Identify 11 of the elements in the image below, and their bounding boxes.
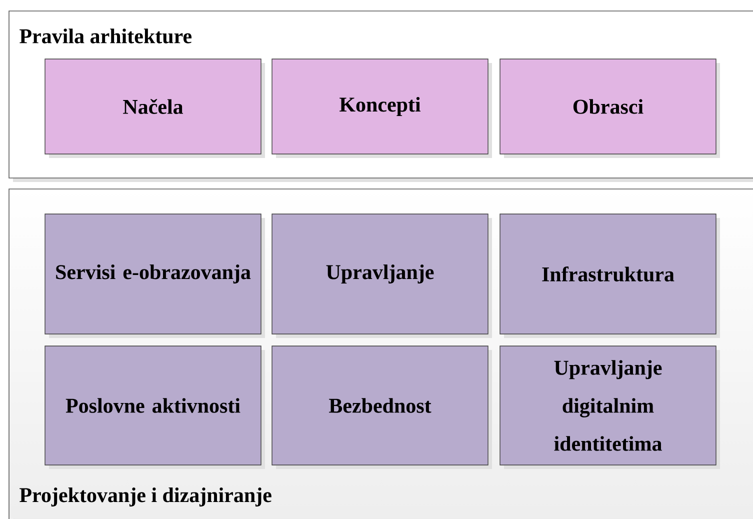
label-box: Obrasci — [500, 58, 720, 158]
panel-heading: Projektovanje i dizajniranje — [20, 487, 272, 506]
label-box: Servisi e-obrazovanja — [44, 214, 265, 338]
panel-heading: Pravila arhitekture — [20, 28, 192, 44]
label-box: Koncepti — [272, 58, 492, 158]
label-box: Poslovne aktivnosti — [44, 346, 265, 469]
label-box: Upravljanje — [272, 214, 492, 338]
label-box: Bezbednost — [272, 346, 492, 469]
label-box: Načela — [44, 58, 265, 158]
label-box: Upravljanje digitalnim identitetima — [500, 346, 720, 469]
label-box: Infrastruktura — [500, 214, 720, 338]
